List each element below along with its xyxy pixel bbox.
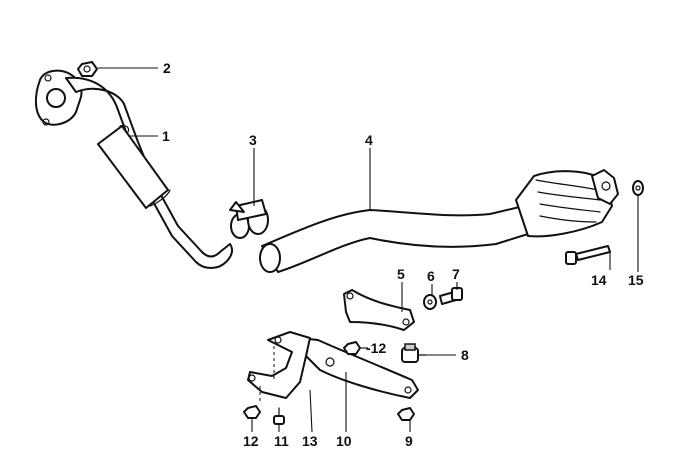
callout-7: 7 <box>452 266 460 282</box>
rubber-mount-part-8 <box>401 343 427 363</box>
callout-12-upper: -12 <box>366 340 386 356</box>
nut-part-2 <box>77 61 98 77</box>
callout-10: 10 <box>336 433 352 449</box>
nut-part-12-lower <box>243 405 261 419</box>
callout-8: 8 <box>461 347 469 363</box>
callout-6: 6 <box>427 268 435 284</box>
callout-15: 15 <box>628 272 644 288</box>
callout-1: 1 <box>162 128 170 144</box>
callout-labels: 2 1 3 4 5 6 7 8 9 10 11 12 -12 13 14 15 <box>162 60 644 449</box>
callout-12-lower: 12 <box>243 433 259 449</box>
bracket-part-5 <box>343 289 415 331</box>
bolt-part-11 <box>273 407 285 425</box>
support-bracket-part-10 <box>299 337 419 399</box>
callout-13: 13 <box>302 433 318 449</box>
long-bolt-part-14 <box>565 245 611 265</box>
bolt-part-7 <box>439 287 463 305</box>
callout-3: 3 <box>249 132 257 148</box>
callout-4: 4 <box>365 132 373 148</box>
nut-part-9 <box>397 407 415 421</box>
leader-lines <box>98 67 639 433</box>
clamp-part <box>229 199 269 239</box>
callout-5: 5 <box>397 266 405 282</box>
callout-14: 14 <box>591 272 607 288</box>
front-pipe-part <box>34 69 234 269</box>
callout-9: 9 <box>405 433 413 449</box>
nut-part-12-upper <box>343 341 361 355</box>
nut-part-15 <box>632 180 644 196</box>
middle-pipe-catalyst-part <box>259 169 619 273</box>
callout-2: 2 <box>163 60 171 76</box>
bracket-part-13 <box>247 331 311 402</box>
washer-part-6 <box>423 294 437 310</box>
callout-11: 11 <box>274 433 289 449</box>
